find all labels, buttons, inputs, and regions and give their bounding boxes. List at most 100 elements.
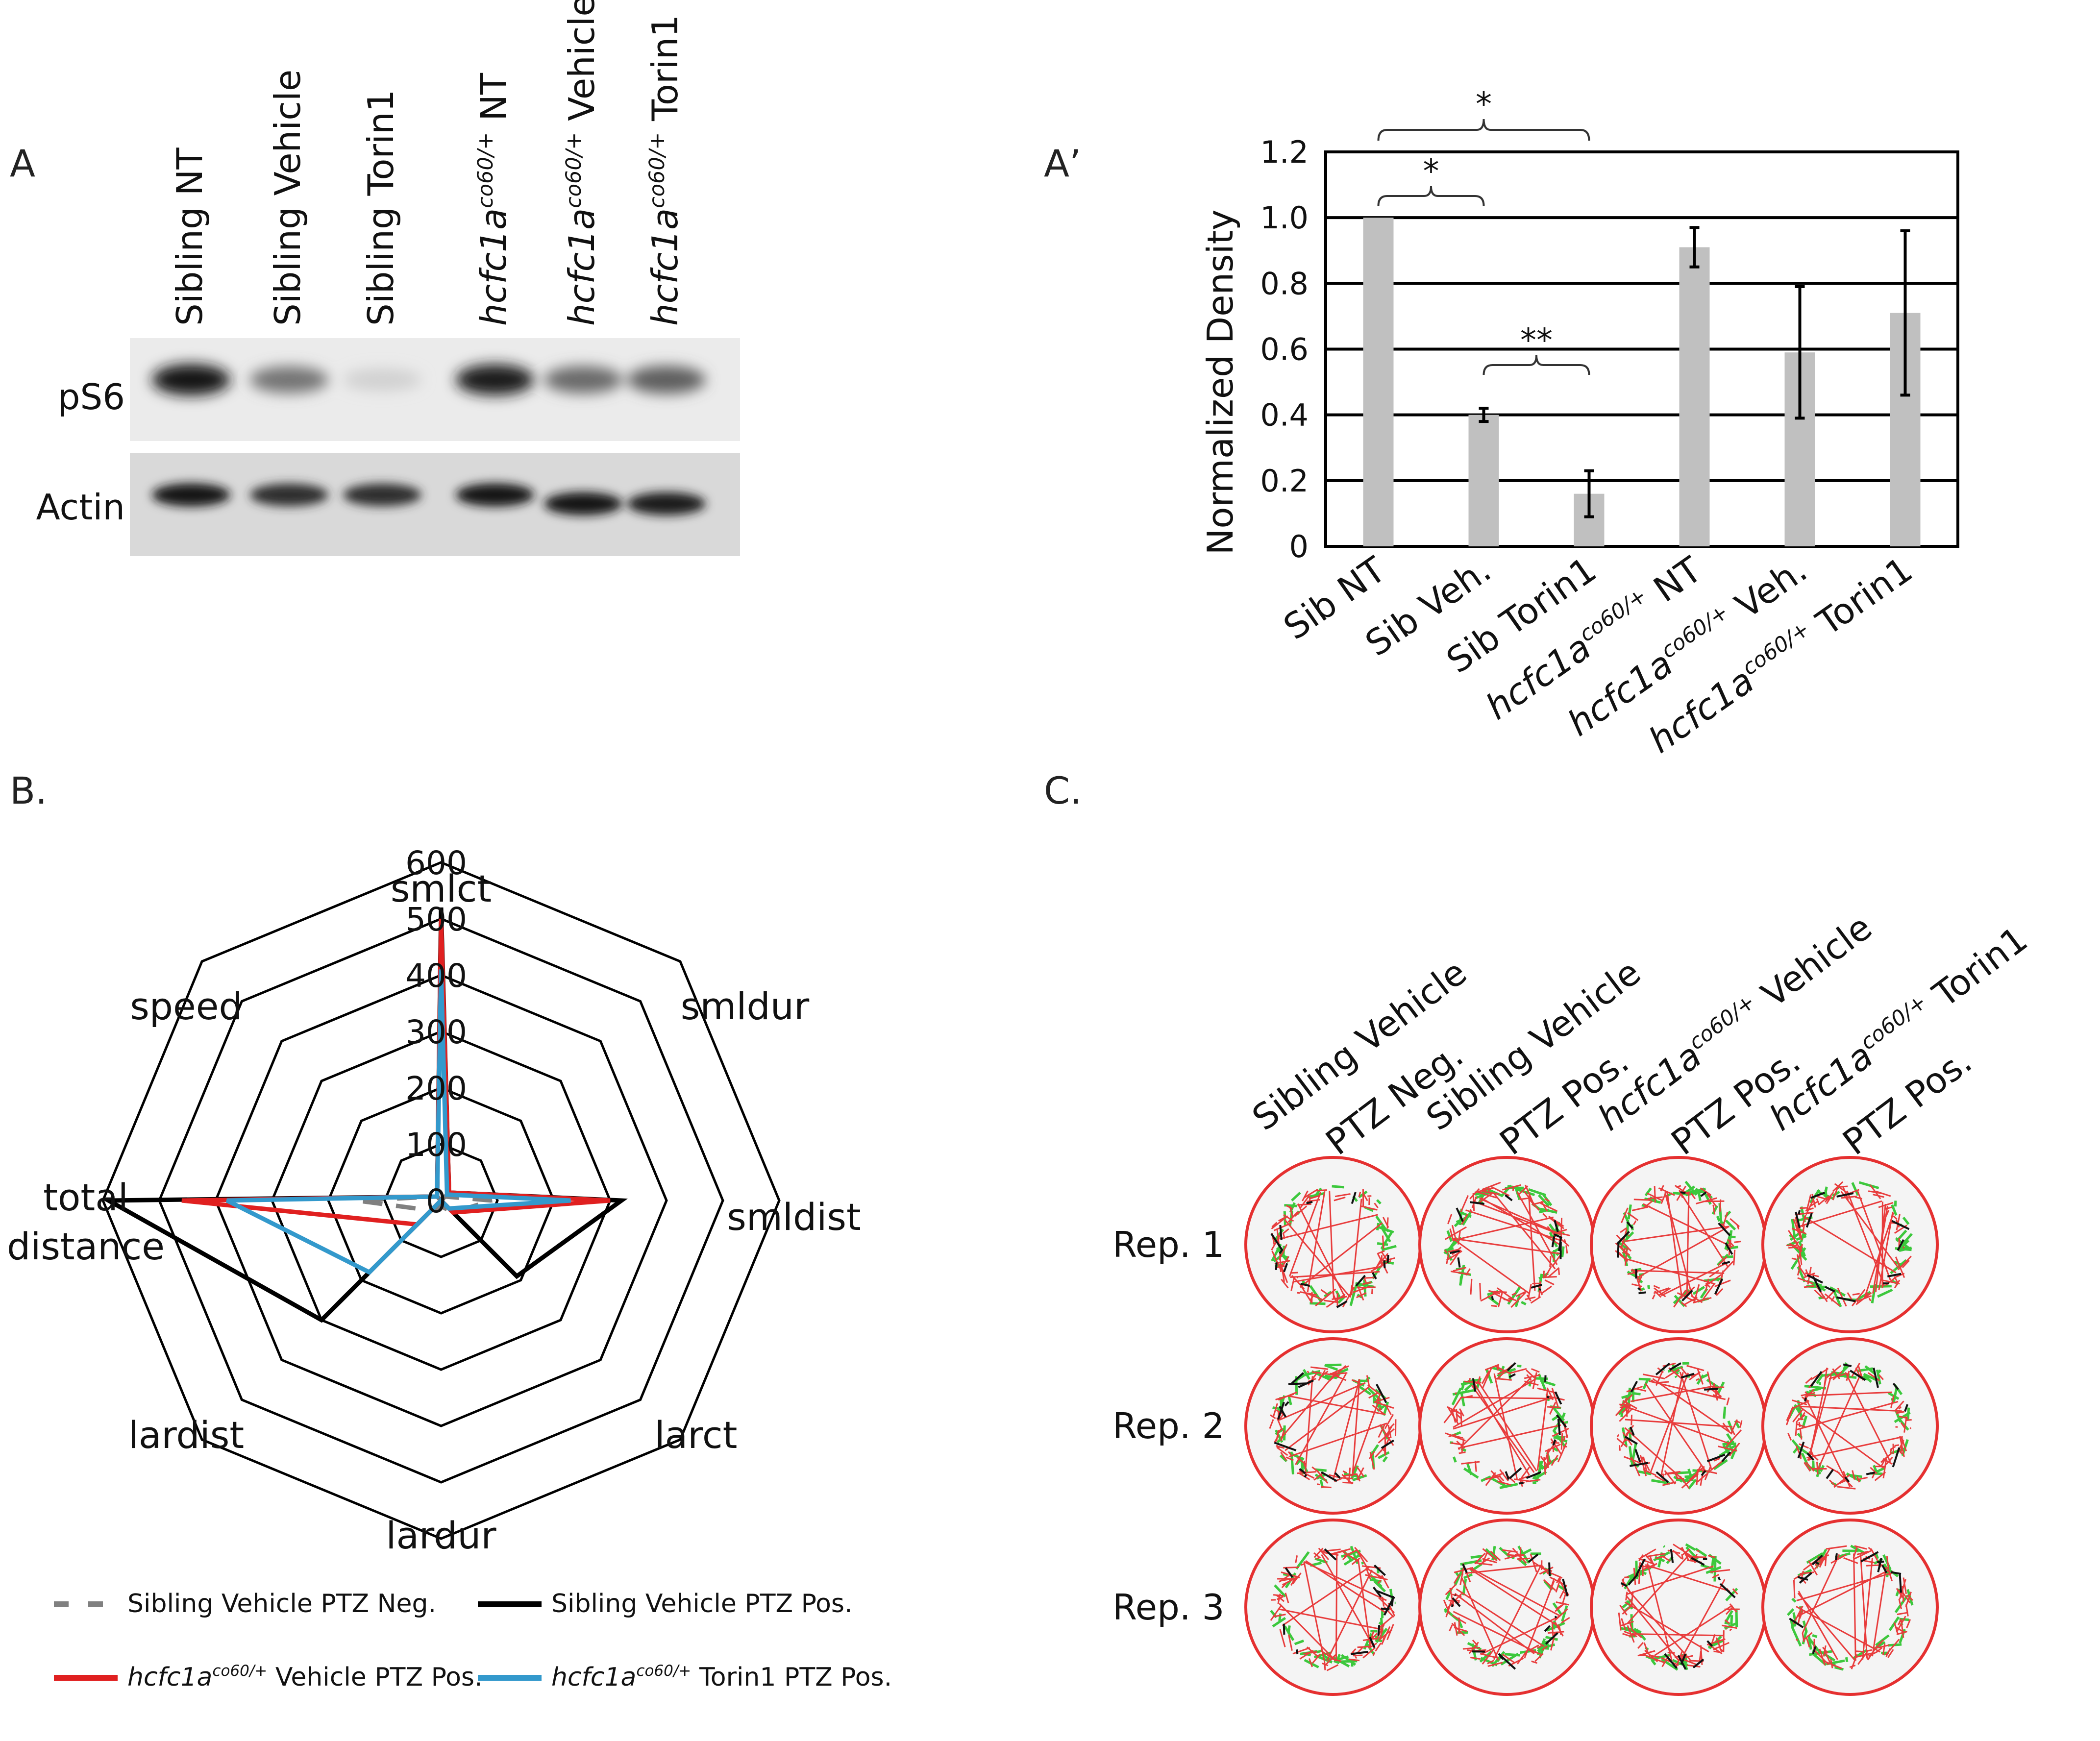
- column-label-allele: co60/+: [1856, 989, 1931, 1054]
- tracking-well: [1418, 1337, 1596, 1515]
- track-black: [1620, 1549, 1736, 1670]
- tracking-well: [1418, 1519, 1596, 1696]
- track-black: [1624, 1362, 1731, 1483]
- radar-tick-label: 600: [405, 844, 467, 882]
- panel-label-a-prime: A’: [1044, 142, 1081, 185]
- lane-label-suffix: NT: [473, 73, 514, 132]
- column-label-suffix: Torin1: [1916, 918, 2035, 1022]
- bar: [1468, 415, 1499, 546]
- radar-grid-ring: [327, 1086, 555, 1315]
- radar-series-line: [225, 969, 571, 1275]
- tracking-well: [1590, 1337, 1767, 1515]
- significance-label: *: [1476, 85, 1492, 123]
- track-black: [1451, 1553, 1569, 1670]
- track-black: [1472, 1362, 1567, 1485]
- rep-label: Rep. 1: [1112, 1224, 1224, 1265]
- bar: [1679, 247, 1710, 547]
- radar-legend: Sibling Vehicle PTZ Neg.Sibling Vehicle …: [54, 1589, 892, 1692]
- lane-label: Sibling Vehicle: [267, 70, 308, 326]
- significance-bracket: [1482, 355, 1590, 375]
- rep-label: Rep. 2: [1112, 1405, 1224, 1447]
- lane-label-allele: co60/+: [562, 132, 586, 208]
- legend-label: Sibling Vehicle PTZ Pos.: [551, 1589, 853, 1618]
- well-ring: [1590, 1519, 1767, 1696]
- lane-label-suffix: Vehicle: [561, 0, 602, 132]
- ps6-band: [627, 366, 706, 394]
- radar-axis-label: larct: [655, 1413, 738, 1457]
- actin-band: [152, 483, 230, 507]
- legend-label-allele: co60/+: [636, 1662, 691, 1680]
- radar-axis-label: lardur: [386, 1514, 496, 1557]
- radar-grid-ring: [214, 974, 668, 1427]
- track-black: [1789, 1551, 1902, 1654]
- western-blot: Sibling NT Sibling Vehicle Sibling Torin1 h…: [36, 0, 740, 556]
- y-tick-label: 0.2: [1260, 463, 1309, 499]
- track-black: [1616, 1191, 1733, 1302]
- actin-band: [544, 492, 622, 515]
- radar-axis-label: smldur: [681, 984, 810, 1028]
- radar-grid-ring: [383, 1143, 499, 1258]
- actin-band: [456, 483, 534, 507]
- tracking-well: [1761, 1337, 1939, 1515]
- y-tick-label: 0.4: [1260, 397, 1309, 433]
- radar-tick-label: 300: [405, 1013, 467, 1051]
- y-tick-label: 0: [1289, 529, 1309, 564]
- tracking-well: [1761, 1156, 1939, 1333]
- significance-label: *: [1423, 152, 1439, 190]
- radar-tick-label: 100: [405, 1126, 467, 1164]
- lane-label-suffix: Torin1: [644, 15, 686, 132]
- track-black: [1795, 1192, 1910, 1302]
- y-tick-label: 0.6: [1260, 332, 1309, 368]
- legend-label-allele: co60/+: [212, 1662, 267, 1680]
- significance-label: **: [1520, 321, 1553, 359]
- tracking-well: [1418, 1156, 1596, 1333]
- panel-label-a: A: [10, 142, 35, 185]
- track-black: [1274, 1372, 1394, 1482]
- legend-label-gene: hcfc1a: [551, 1663, 636, 1692]
- lane-label-text: Sibling NT: [169, 147, 210, 326]
- x-tick-label-suffix: NT: [1637, 549, 1709, 617]
- legend-label-suffix: Torin1 PTZ Pos.: [691, 1663, 892, 1692]
- ps6-membrane: [130, 338, 740, 441]
- track-black: [1283, 1548, 1395, 1655]
- lane-label: Sibling Torin1: [360, 90, 401, 326]
- radar-tick-label: 400: [405, 957, 467, 995]
- lane-label-gene: hcfc1a: [473, 208, 514, 326]
- lane-label-text: Sibling Torin1: [360, 90, 401, 326]
- legend-label-gene: hcfc1a: [127, 1663, 212, 1692]
- row-label-actin: Actin: [36, 487, 125, 528]
- y-tick-label: 1.2: [1260, 134, 1309, 170]
- track-red: [1271, 1188, 1395, 1308]
- track-black: [1797, 1363, 1908, 1483]
- tracking-well: [1244, 1156, 1422, 1333]
- bar: [1363, 218, 1394, 547]
- tracking-well: [1244, 1519, 1422, 1696]
- ps6-bands: [152, 364, 706, 395]
- radar-axis-label: smlct: [391, 867, 492, 910]
- tracking-well: [1761, 1519, 1939, 1696]
- radar-chart: 0100200300400500600smlctsmldursmldistlar…: [7, 844, 861, 1557]
- well-ring: [1418, 1519, 1596, 1696]
- legend-label-text: Sibling Vehicle PTZ Pos.: [551, 1589, 853, 1618]
- significance-bracket: [1377, 186, 1485, 206]
- bar-chart: Normalized Density 00.20.40.60.81.01.2Si…: [1200, 85, 1959, 761]
- actin-band: [627, 492, 706, 515]
- legend-label: hcfc1aco60/+ Torin1 PTZ Pos.: [551, 1662, 892, 1692]
- x-tick-label-suffix: Torin1: [1800, 549, 1920, 650]
- lane-label-gene: hcfc1a: [644, 208, 686, 326]
- y-tick-label: 0.8: [1260, 266, 1309, 301]
- ps6-band: [250, 366, 328, 393]
- significance-bracket: [1377, 119, 1590, 141]
- lane-label: hcfc1aco60/+ Vehicle: [561, 0, 602, 326]
- track-red: [1444, 1181, 1570, 1308]
- lane-labels: Sibling NT Sibling Vehicle Sibling Torin1 h…: [169, 0, 686, 326]
- lane-label-gene: hcfc1a: [561, 208, 602, 326]
- radar-axis-label: speed: [130, 984, 243, 1028]
- lane-label: hcfc1aco60/+ NT: [473, 73, 514, 326]
- panel-label-b: B.: [10, 769, 47, 812]
- lane-label: hcfc1aco60/+ Torin1: [644, 15, 686, 326]
- column-label-allele: co60/+: [1684, 989, 1760, 1054]
